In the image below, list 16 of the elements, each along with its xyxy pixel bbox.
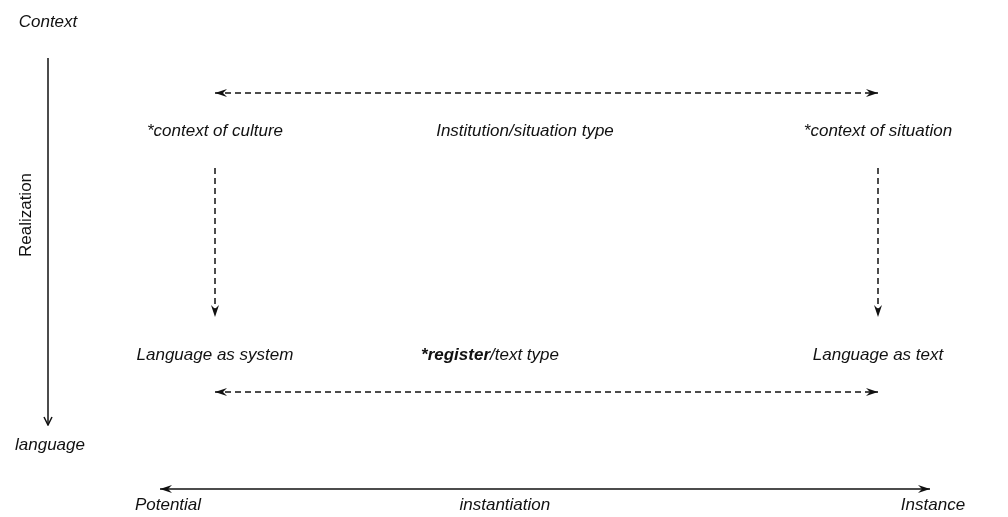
dashed-arrow	[211, 167, 219, 318]
language-label: Language as text	[812, 344, 944, 365]
dashed-arrow	[874, 167, 882, 318]
language-label: *register/text type	[421, 344, 559, 365]
axis-label: language	[15, 435, 85, 455]
dashed-arrow	[214, 388, 879, 396]
axis-label: Instance	[900, 495, 966, 515]
axis-label: Context	[18, 12, 78, 32]
context-label: Institution/situation type	[436, 120, 614, 141]
language-label: Language as system	[136, 344, 294, 365]
context-label: *context of culture	[146, 120, 284, 141]
context-label: *context of situation	[803, 120, 953, 141]
arrow	[43, 57, 53, 426]
dashed-arrow	[214, 89, 879, 97]
axis-label: Potential	[134, 495, 202, 515]
arrow	[159, 485, 931, 493]
